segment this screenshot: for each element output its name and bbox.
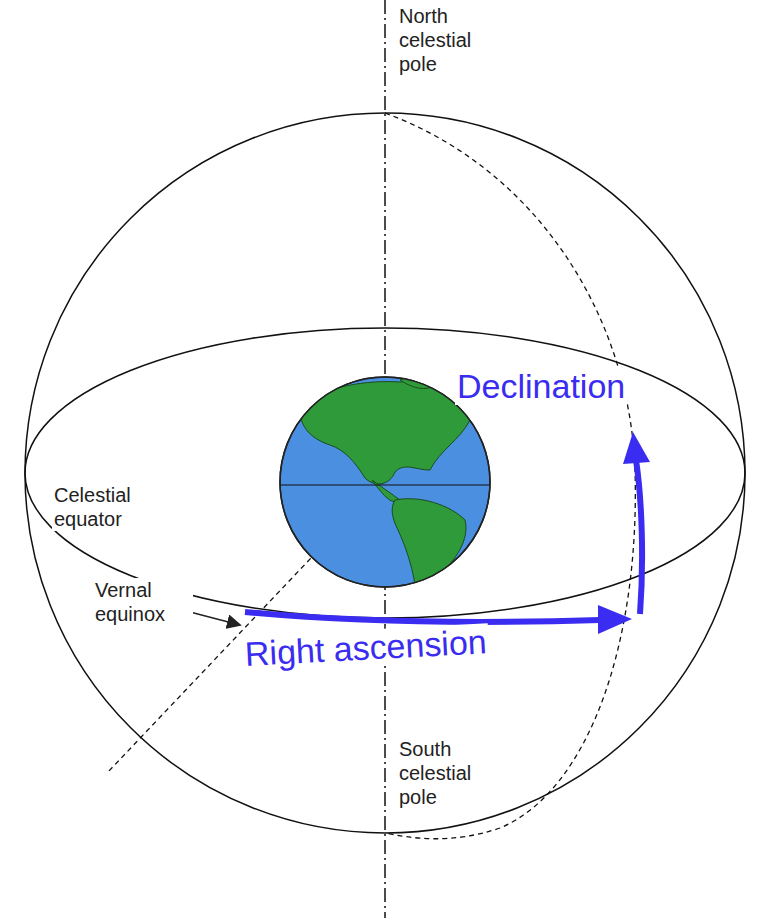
declination-arrowhead <box>623 432 650 464</box>
right-ascension-arrow <box>245 612 600 622</box>
celestial-equator-ellipse <box>25 328 745 618</box>
equator-label: Celestial equator <box>52 483 156 531</box>
pole-label: North celestial pole <box>397 4 493 76</box>
leader-line <box>190 612 236 624</box>
right-ascension-arrowhead <box>598 605 632 634</box>
coordinate-label: Right ascension <box>242 623 490 673</box>
pole-label: South celestial pole <box>397 737 493 809</box>
coordinate-label: Declination <box>455 368 627 405</box>
equinox-label: Vernal equinox <box>93 578 193 626</box>
declination-arrow <box>636 460 642 614</box>
earth <box>280 376 490 592</box>
